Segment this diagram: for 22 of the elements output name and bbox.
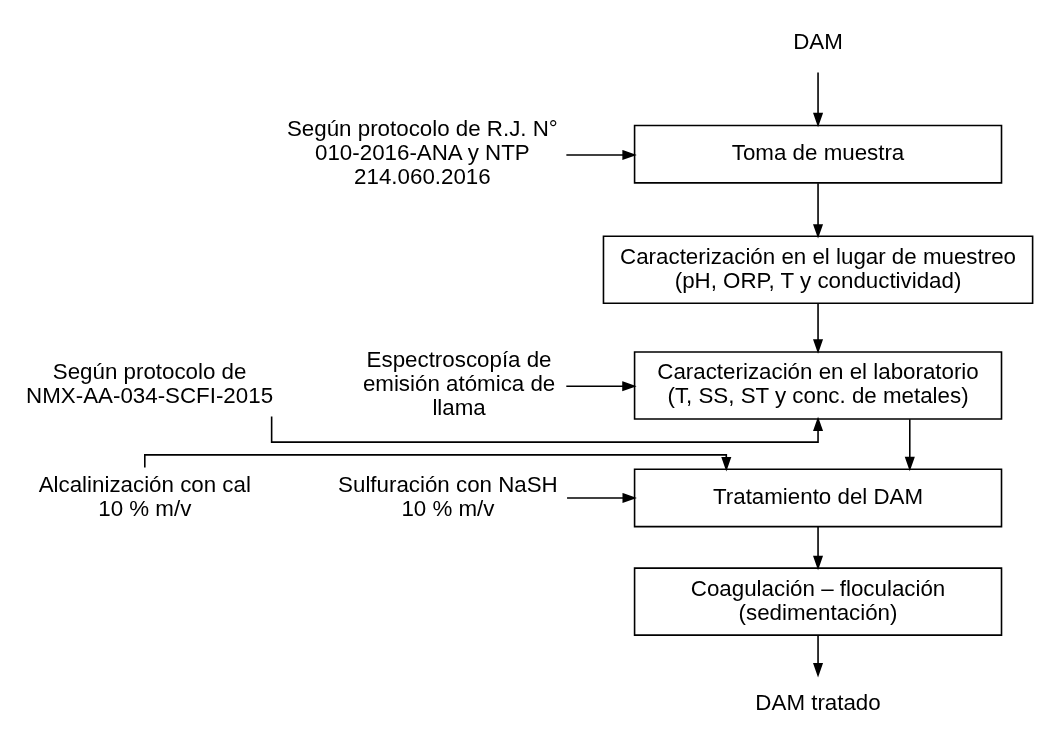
arrow bbox=[813, 303, 824, 354]
arrow bbox=[565, 381, 637, 392]
node-box: Caracterización en el lugar de muestreo (pH, ORP, T y conductividad) bbox=[602, 235, 1034, 305]
node-box: Coagulación – floculación (sedimentación) bbox=[633, 567, 1003, 636]
node-box: Tratamiento del DAM bbox=[633, 468, 1003, 528]
arrow bbox=[813, 182, 824, 239]
arrow bbox=[813, 634, 824, 678]
node-box: Toma de muestra bbox=[633, 124, 1003, 184]
node-text: DAM bbox=[793, 29, 843, 55]
arrow bbox=[566, 492, 637, 503]
node-text: Según protocolo de NMX-AA-034-SCFI-2015 bbox=[26, 359, 274, 409]
arrow bbox=[813, 71, 824, 128]
node-text: Sulfuración con NaSH 10 % m/v bbox=[338, 471, 558, 521]
arrow bbox=[904, 418, 915, 472]
node-box: Caracterización en el laboratorio (T, SS, ST y conc. de metales) bbox=[633, 351, 1003, 420]
arrow bbox=[565, 149, 637, 160]
arrow bbox=[813, 526, 824, 571]
node-text: DAM tratado bbox=[755, 689, 881, 715]
node-text: Alcalinización con cal 10 % m/v bbox=[38, 471, 251, 521]
node-text: Espectroscopía de emisión atómica de llama bbox=[362, 347, 556, 421]
node-text: Según protocolo de R.J. N° 010-2016-ANA y NTP 214.060.2016 bbox=[286, 116, 558, 189]
arrow bbox=[270, 415, 824, 443]
